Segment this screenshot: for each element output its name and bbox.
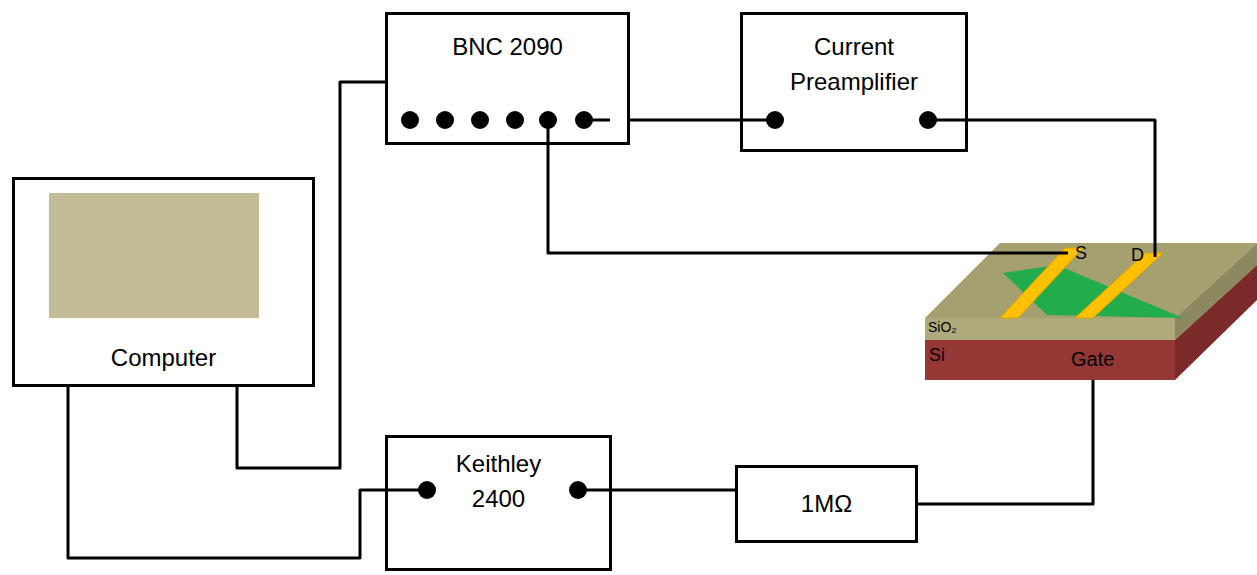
wire xyxy=(630,119,740,122)
wire-stub xyxy=(740,119,775,122)
silicon-substrate xyxy=(925,340,1175,380)
terminal-dot xyxy=(506,111,524,129)
wire xyxy=(918,380,1093,504)
oxide-layer xyxy=(925,318,1175,340)
source-electrode xyxy=(1000,248,1083,318)
wire-stub xyxy=(578,489,612,492)
drain-wire xyxy=(1154,243,1157,257)
wire xyxy=(548,145,925,253)
terminal-dot xyxy=(471,111,489,129)
resistor-box: 1MΩ xyxy=(735,465,918,543)
wire xyxy=(237,82,385,468)
silicon-side xyxy=(1175,265,1257,380)
box-label: 1MΩ xyxy=(748,486,905,521)
drain-electrode xyxy=(1075,253,1163,318)
layer-label: Si xyxy=(929,346,945,364)
sourcemeter-box: Keithley 2400 xyxy=(385,435,612,571)
box-label: Keithley 2400 xyxy=(429,446,569,516)
computer-box: Computer xyxy=(12,177,315,387)
wire-stub xyxy=(547,120,550,145)
wire xyxy=(968,120,1155,243)
terminal-dot xyxy=(401,111,419,129)
wire xyxy=(68,387,385,558)
wire-stub xyxy=(584,119,610,122)
source-wire xyxy=(925,252,1068,255)
terminal-label: S xyxy=(1075,244,1087,262)
wire-stub xyxy=(385,489,427,492)
terminal-dot xyxy=(436,111,454,129)
terminal-label: D xyxy=(1131,246,1144,264)
daq-box: BNC 2090 xyxy=(385,12,630,145)
bnc-terminals xyxy=(401,111,937,499)
terminal-label: Gate xyxy=(1071,349,1114,369)
box-label: BNC 2090 xyxy=(398,29,617,64)
wire-stub xyxy=(928,119,968,122)
fet-device: S D SiO₂ Si Gate xyxy=(925,243,1257,380)
layer-label: SiO₂ xyxy=(928,320,957,334)
box-label: Current Preamplifier xyxy=(769,29,939,99)
wire xyxy=(612,489,735,492)
monitor-screen xyxy=(49,193,259,318)
box-label: Computer xyxy=(25,340,302,375)
preamplifier-box: Current Preamplifier xyxy=(740,12,968,152)
